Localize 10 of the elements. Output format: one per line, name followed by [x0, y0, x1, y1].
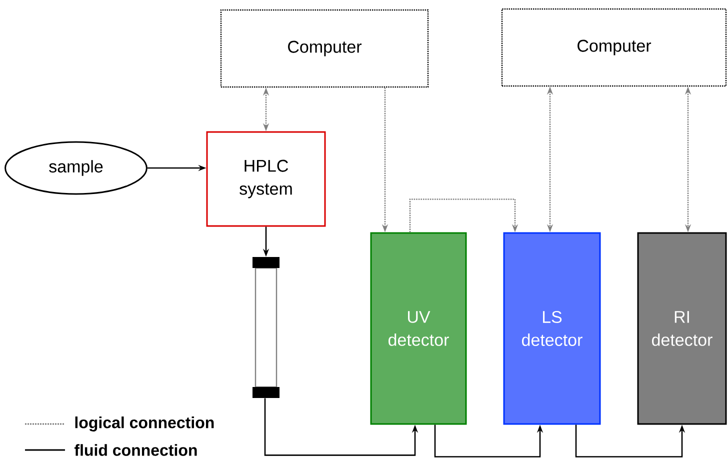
legend-label: logical connection — [75, 416, 214, 432]
detector-box: LS detector — [503, 232, 601, 425]
column-drawing — [252, 257, 280, 398]
legend-label: fluid connection — [74, 444, 197, 456]
computer-box: Computer — [220, 9, 429, 88]
detector-box: UV detector — [370, 232, 467, 425]
hplc-box: HPLC system — [206, 131, 326, 227]
detector-box: RI detector — [637, 232, 727, 425]
arrow — [409, 198, 518, 232]
computer-box: Computer — [501, 8, 727, 87]
